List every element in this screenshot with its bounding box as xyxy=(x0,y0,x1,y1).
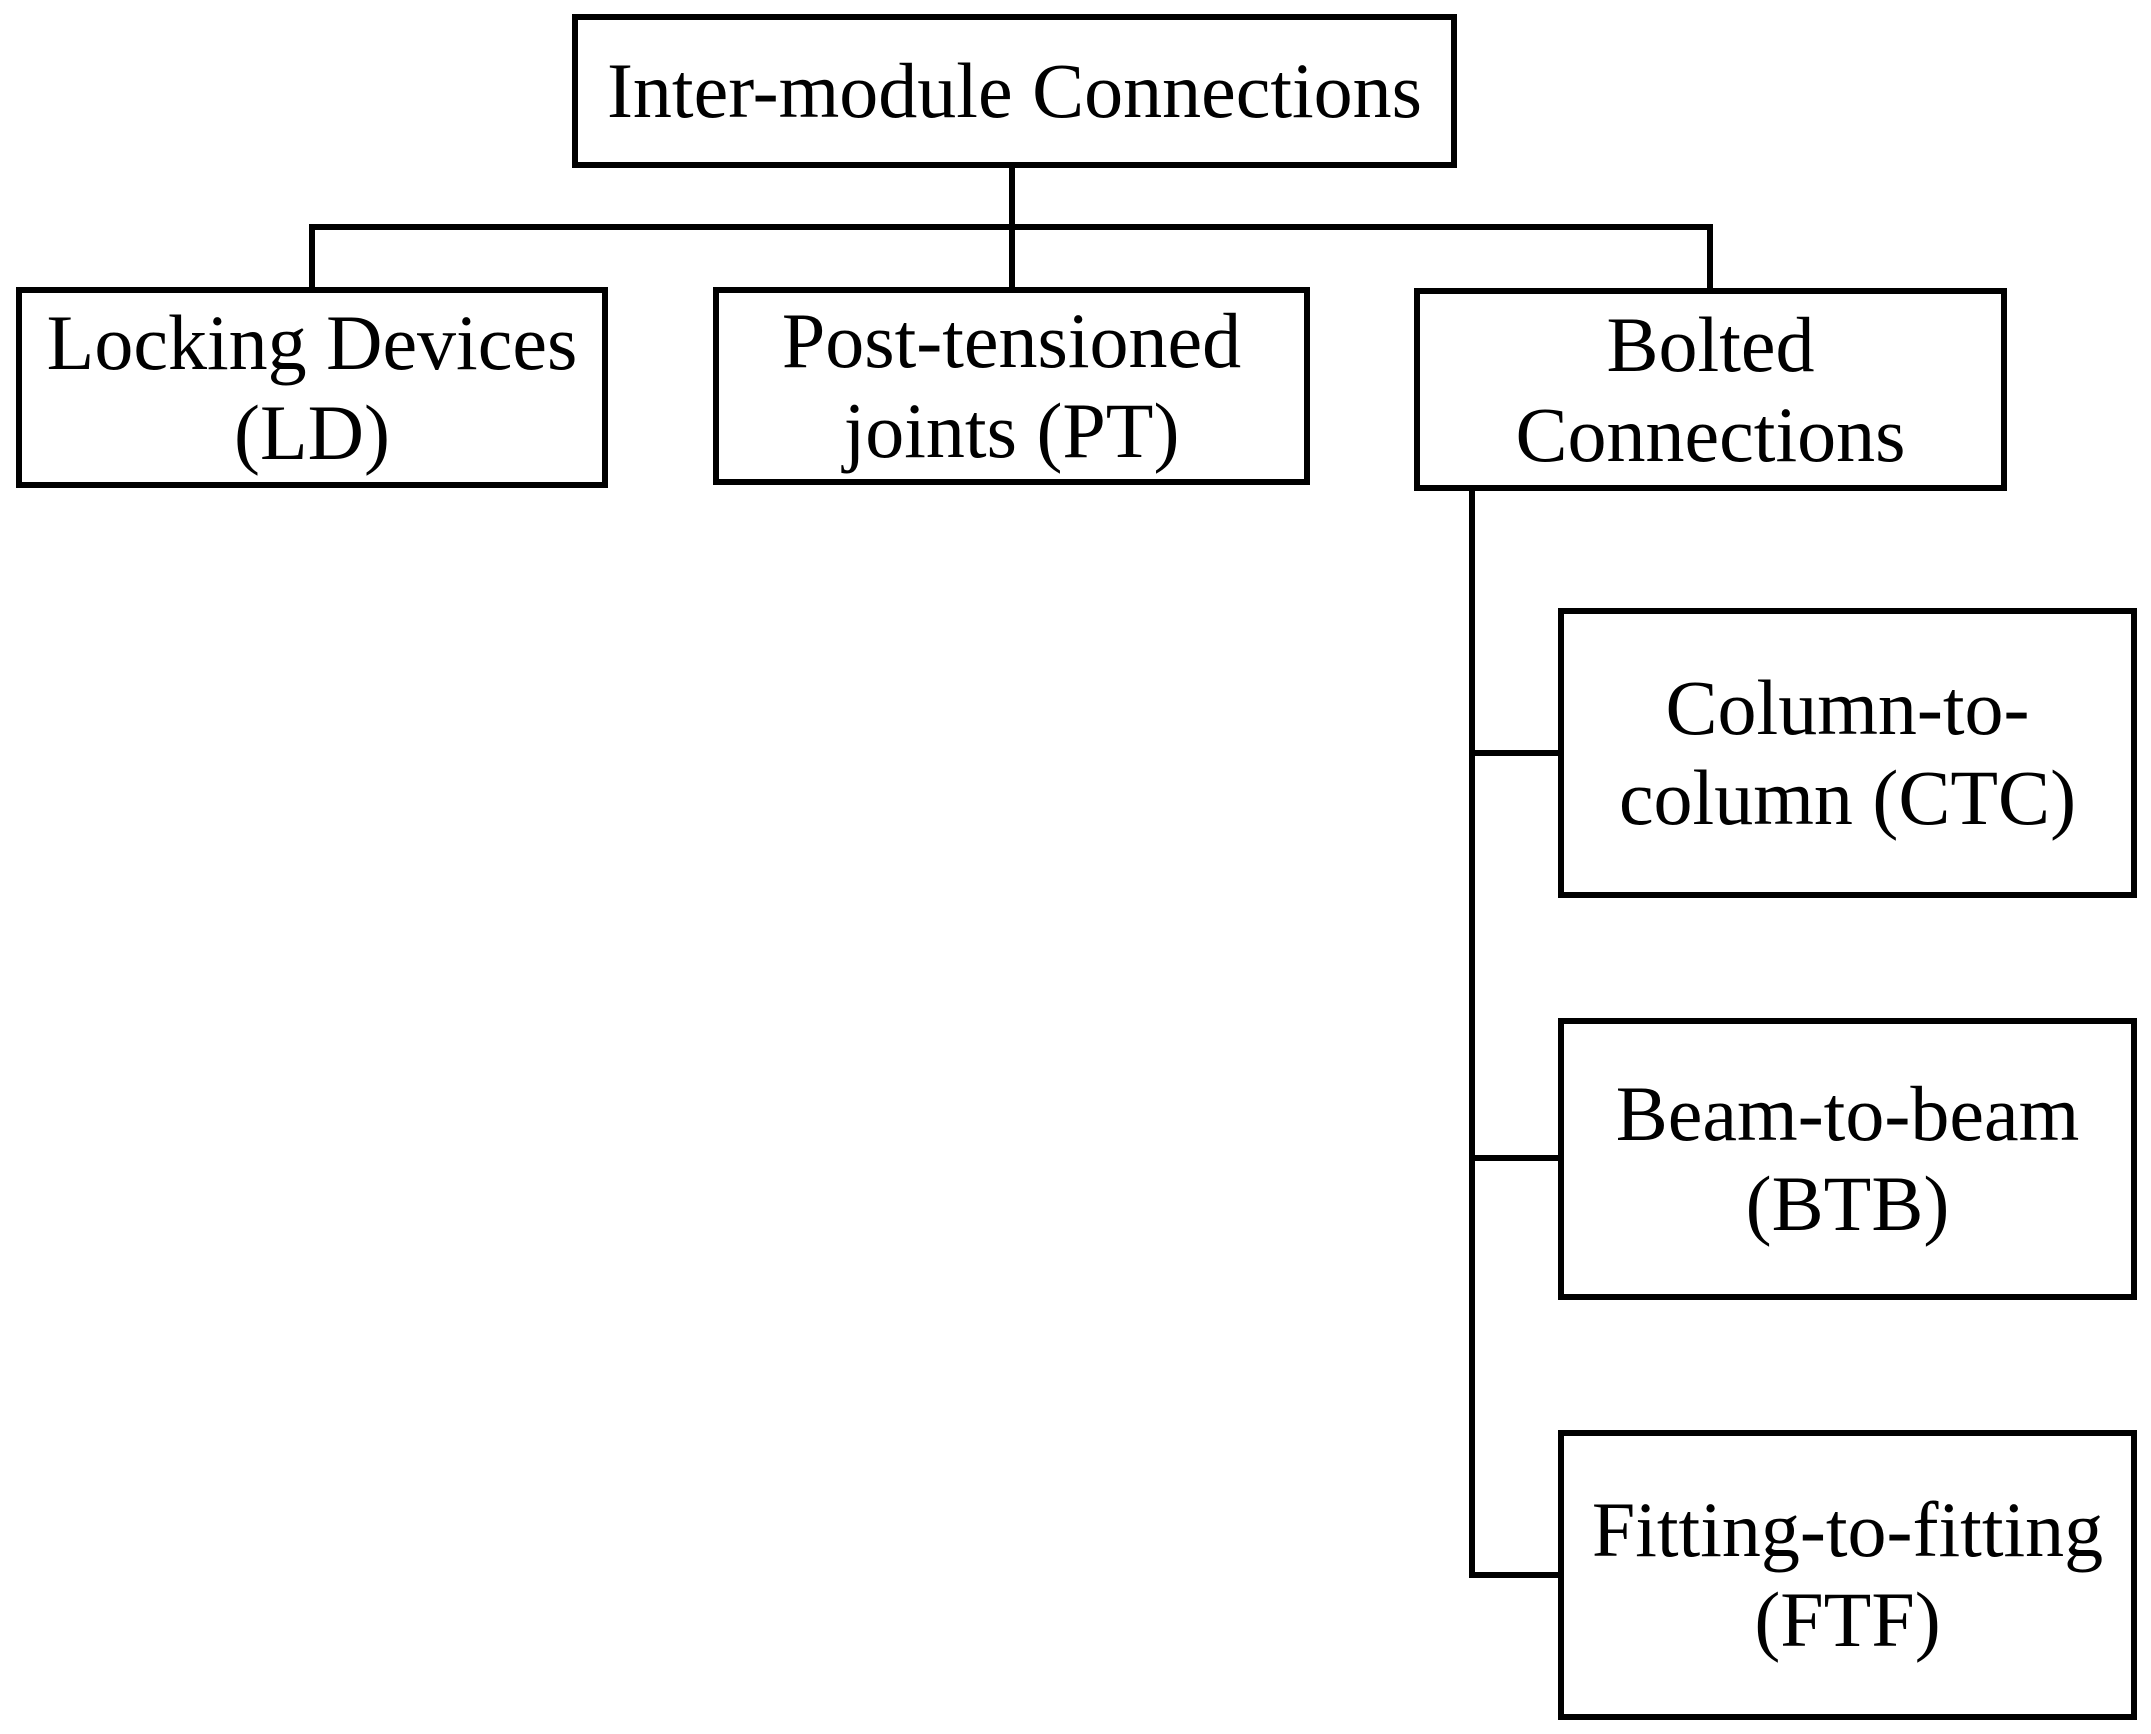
connector-bolted-spine xyxy=(1469,489,1475,1578)
node-label: Inter-module Connections xyxy=(606,47,1423,135)
node-inter-module-connections: Inter-module Connections xyxy=(572,14,1457,168)
node-abbreviation: (FTF) xyxy=(1754,1576,1941,1663)
connector-drop-bolted xyxy=(1707,224,1713,290)
node-label: Column-to- xyxy=(1665,664,2030,752)
node-beam-to-beam: Beam-to-beam (BTB) xyxy=(1558,1018,2137,1300)
node-label: Beam-to-beam xyxy=(1615,1070,2080,1158)
connector-drop-locking xyxy=(309,224,315,289)
node-bolted-connections: Bolted Connections xyxy=(1414,288,2007,491)
node-label: Fitting-to-fitting xyxy=(1591,1486,2104,1574)
node-label: Post-tensioned xyxy=(781,297,1242,385)
node-post-tensioned-joints: Post-tensioned joints (PT) xyxy=(713,287,1310,485)
node-locking-devices: Locking Devices (LD) xyxy=(16,287,608,488)
node-label: Bolted xyxy=(1606,300,1815,388)
node-fitting-to-fitting: Fitting-to-fitting (FTF) xyxy=(1558,1430,2137,1720)
connector-stub-btb xyxy=(1469,1155,1561,1161)
node-column-to-column: Column-to- column (CTC) xyxy=(1558,608,2137,898)
node-abbreviation: joints (PT) xyxy=(843,387,1180,474)
node-abbreviation: column (CTC) xyxy=(1618,754,2077,841)
node-abbreviation: (BTB) xyxy=(1745,1160,1950,1247)
node-label: Locking Devices xyxy=(46,298,578,386)
node-label: Connections xyxy=(1515,390,1906,478)
node-abbreviation: (LD) xyxy=(234,388,390,476)
connector-stub-ftf xyxy=(1469,1572,1561,1578)
connector-horizontal-bar xyxy=(309,224,1713,230)
connector-stub-ctc xyxy=(1469,750,1561,756)
